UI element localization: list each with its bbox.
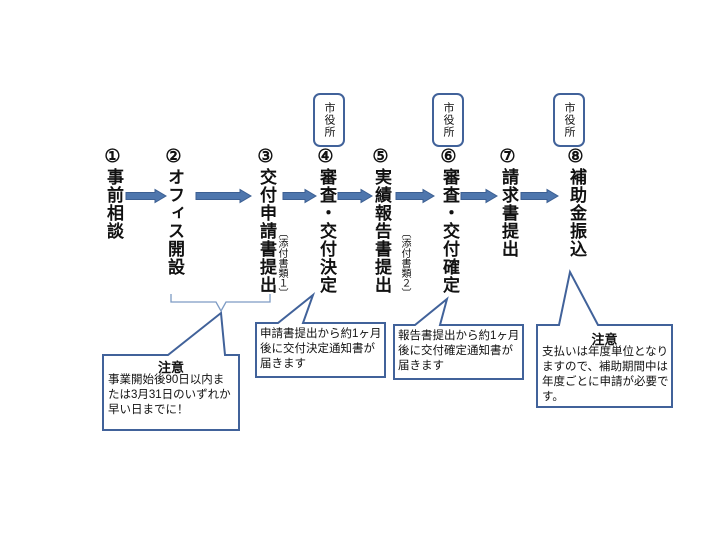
flow-arrow (282, 188, 317, 204)
step-5: ⑤実績報告書提出 (371, 146, 391, 316)
step-number: ② (164, 146, 184, 168)
step-6: ⑥審査・交付確定 (439, 146, 459, 316)
step-number: ⑧ (566, 146, 586, 168)
flow-arrow (195, 188, 252, 204)
step-3: ③交付申請書提出 (256, 146, 276, 316)
callout-bubble (393, 296, 524, 380)
step-label: 審査・交付確定 (440, 168, 459, 294)
step-label: 交付申請書提出 (257, 168, 276, 294)
step-label: 事前相談 (104, 168, 123, 240)
cityhall-tag-step8: 市役所 (553, 93, 585, 147)
brace-bracket (170, 294, 271, 313)
step-number: ⑥ (439, 146, 459, 168)
note4-title: 注意 (591, 332, 618, 347)
step-4: ④審査・交付決定 (316, 146, 336, 316)
step-1: ①事前相談 (103, 146, 123, 316)
note3-body: 報告書提出から約1ヶ月 後に交付確定通知書が 届きます (398, 330, 520, 372)
note1-body: 事業開始後90日以内ま たは3月31日のいずれか 早い日までに！ (108, 374, 231, 416)
cityhall-label: 市役所 (442, 102, 454, 138)
step-number: ① (103, 146, 123, 168)
step-label: 補助金振込 (567, 168, 586, 258)
note4-body: 支払いは年度単位となり ますので、補助期間中は 年度ごとに申請が必要で す。 (542, 346, 669, 403)
step-number: ④ (316, 146, 336, 168)
step-label: オフィス開設 (165, 168, 184, 276)
step-label: 請求書提出 (499, 168, 518, 258)
cityhall-label: 市役所 (323, 102, 335, 138)
flow-arrow (395, 188, 435, 204)
step-7: ⑦請求書提出 (498, 146, 518, 316)
step-label: 審査・交付決定 (317, 168, 336, 294)
step-number: ③ (256, 146, 276, 168)
cityhall-tag-step4: 市役所 (313, 93, 345, 147)
step-8: ⑧補助金振込 (566, 146, 586, 316)
step-label: 実績報告書提出 (372, 168, 391, 294)
step-number: ⑤ (371, 146, 391, 168)
callout-bubble (255, 292, 386, 378)
flow-arrow (125, 188, 167, 204)
cityhall-tag-step6: 市役所 (432, 93, 464, 147)
flow-arrow (520, 188, 559, 204)
cityhall-label: 市役所 (563, 102, 575, 138)
flow-arrow (337, 188, 373, 204)
step-number: ⑦ (498, 146, 518, 168)
callout-bubble (536, 269, 673, 408)
callout-bubble (102, 311, 240, 431)
note1-title: 注意 (157, 360, 184, 375)
attachment-note-1: 〔添付書類１〕 (276, 228, 287, 298)
flow-arrow (460, 188, 498, 204)
note2-body: 申請書提出から約1ヶ月 後に交付決定通知書が 届きます (260, 328, 382, 370)
step-2: ②オフィス開設 (164, 146, 184, 316)
attachment-note-2: 〔添付書類２〕 (399, 228, 410, 298)
